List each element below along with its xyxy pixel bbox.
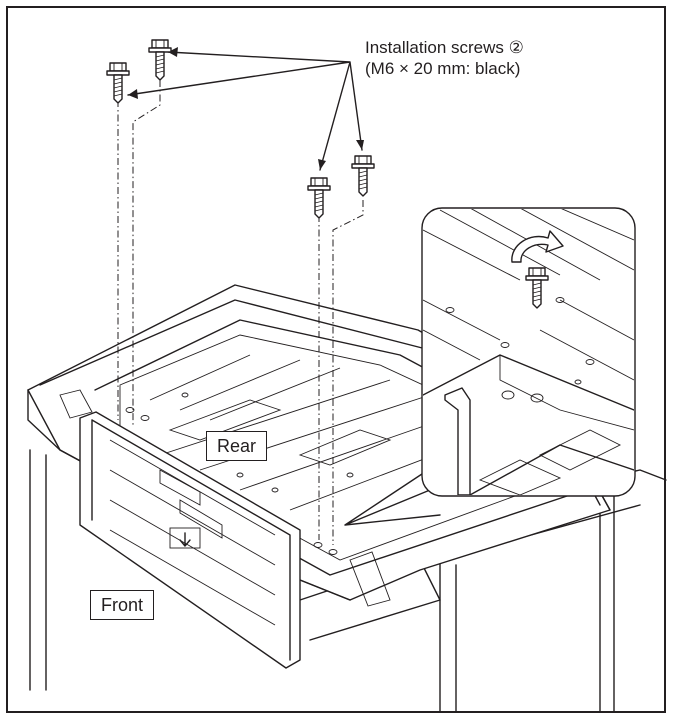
installation-screws-callout: Installation screws ② (M6 × 20 mm: black… bbox=[365, 37, 524, 79]
front-label: Front bbox=[90, 590, 155, 620]
detail-inset bbox=[344, 207, 636, 526]
screw-icon bbox=[351, 155, 375, 197]
stand-bracket bbox=[79, 411, 301, 669]
diagram-frame bbox=[6, 6, 666, 713]
rotate-arrow-icon bbox=[511, 230, 564, 263]
callout-line-1: Installation screws ② bbox=[365, 38, 524, 57]
rear-label: Rear bbox=[206, 431, 268, 461]
callout-line-2: (M6 × 20 mm: black) bbox=[365, 59, 521, 78]
screw-icon bbox=[106, 62, 130, 104]
down-arrow-icon bbox=[179, 532, 191, 547]
screw-icon bbox=[307, 177, 331, 219]
callout-leaders bbox=[127, 47, 364, 171]
screw-icon bbox=[148, 39, 172, 81]
